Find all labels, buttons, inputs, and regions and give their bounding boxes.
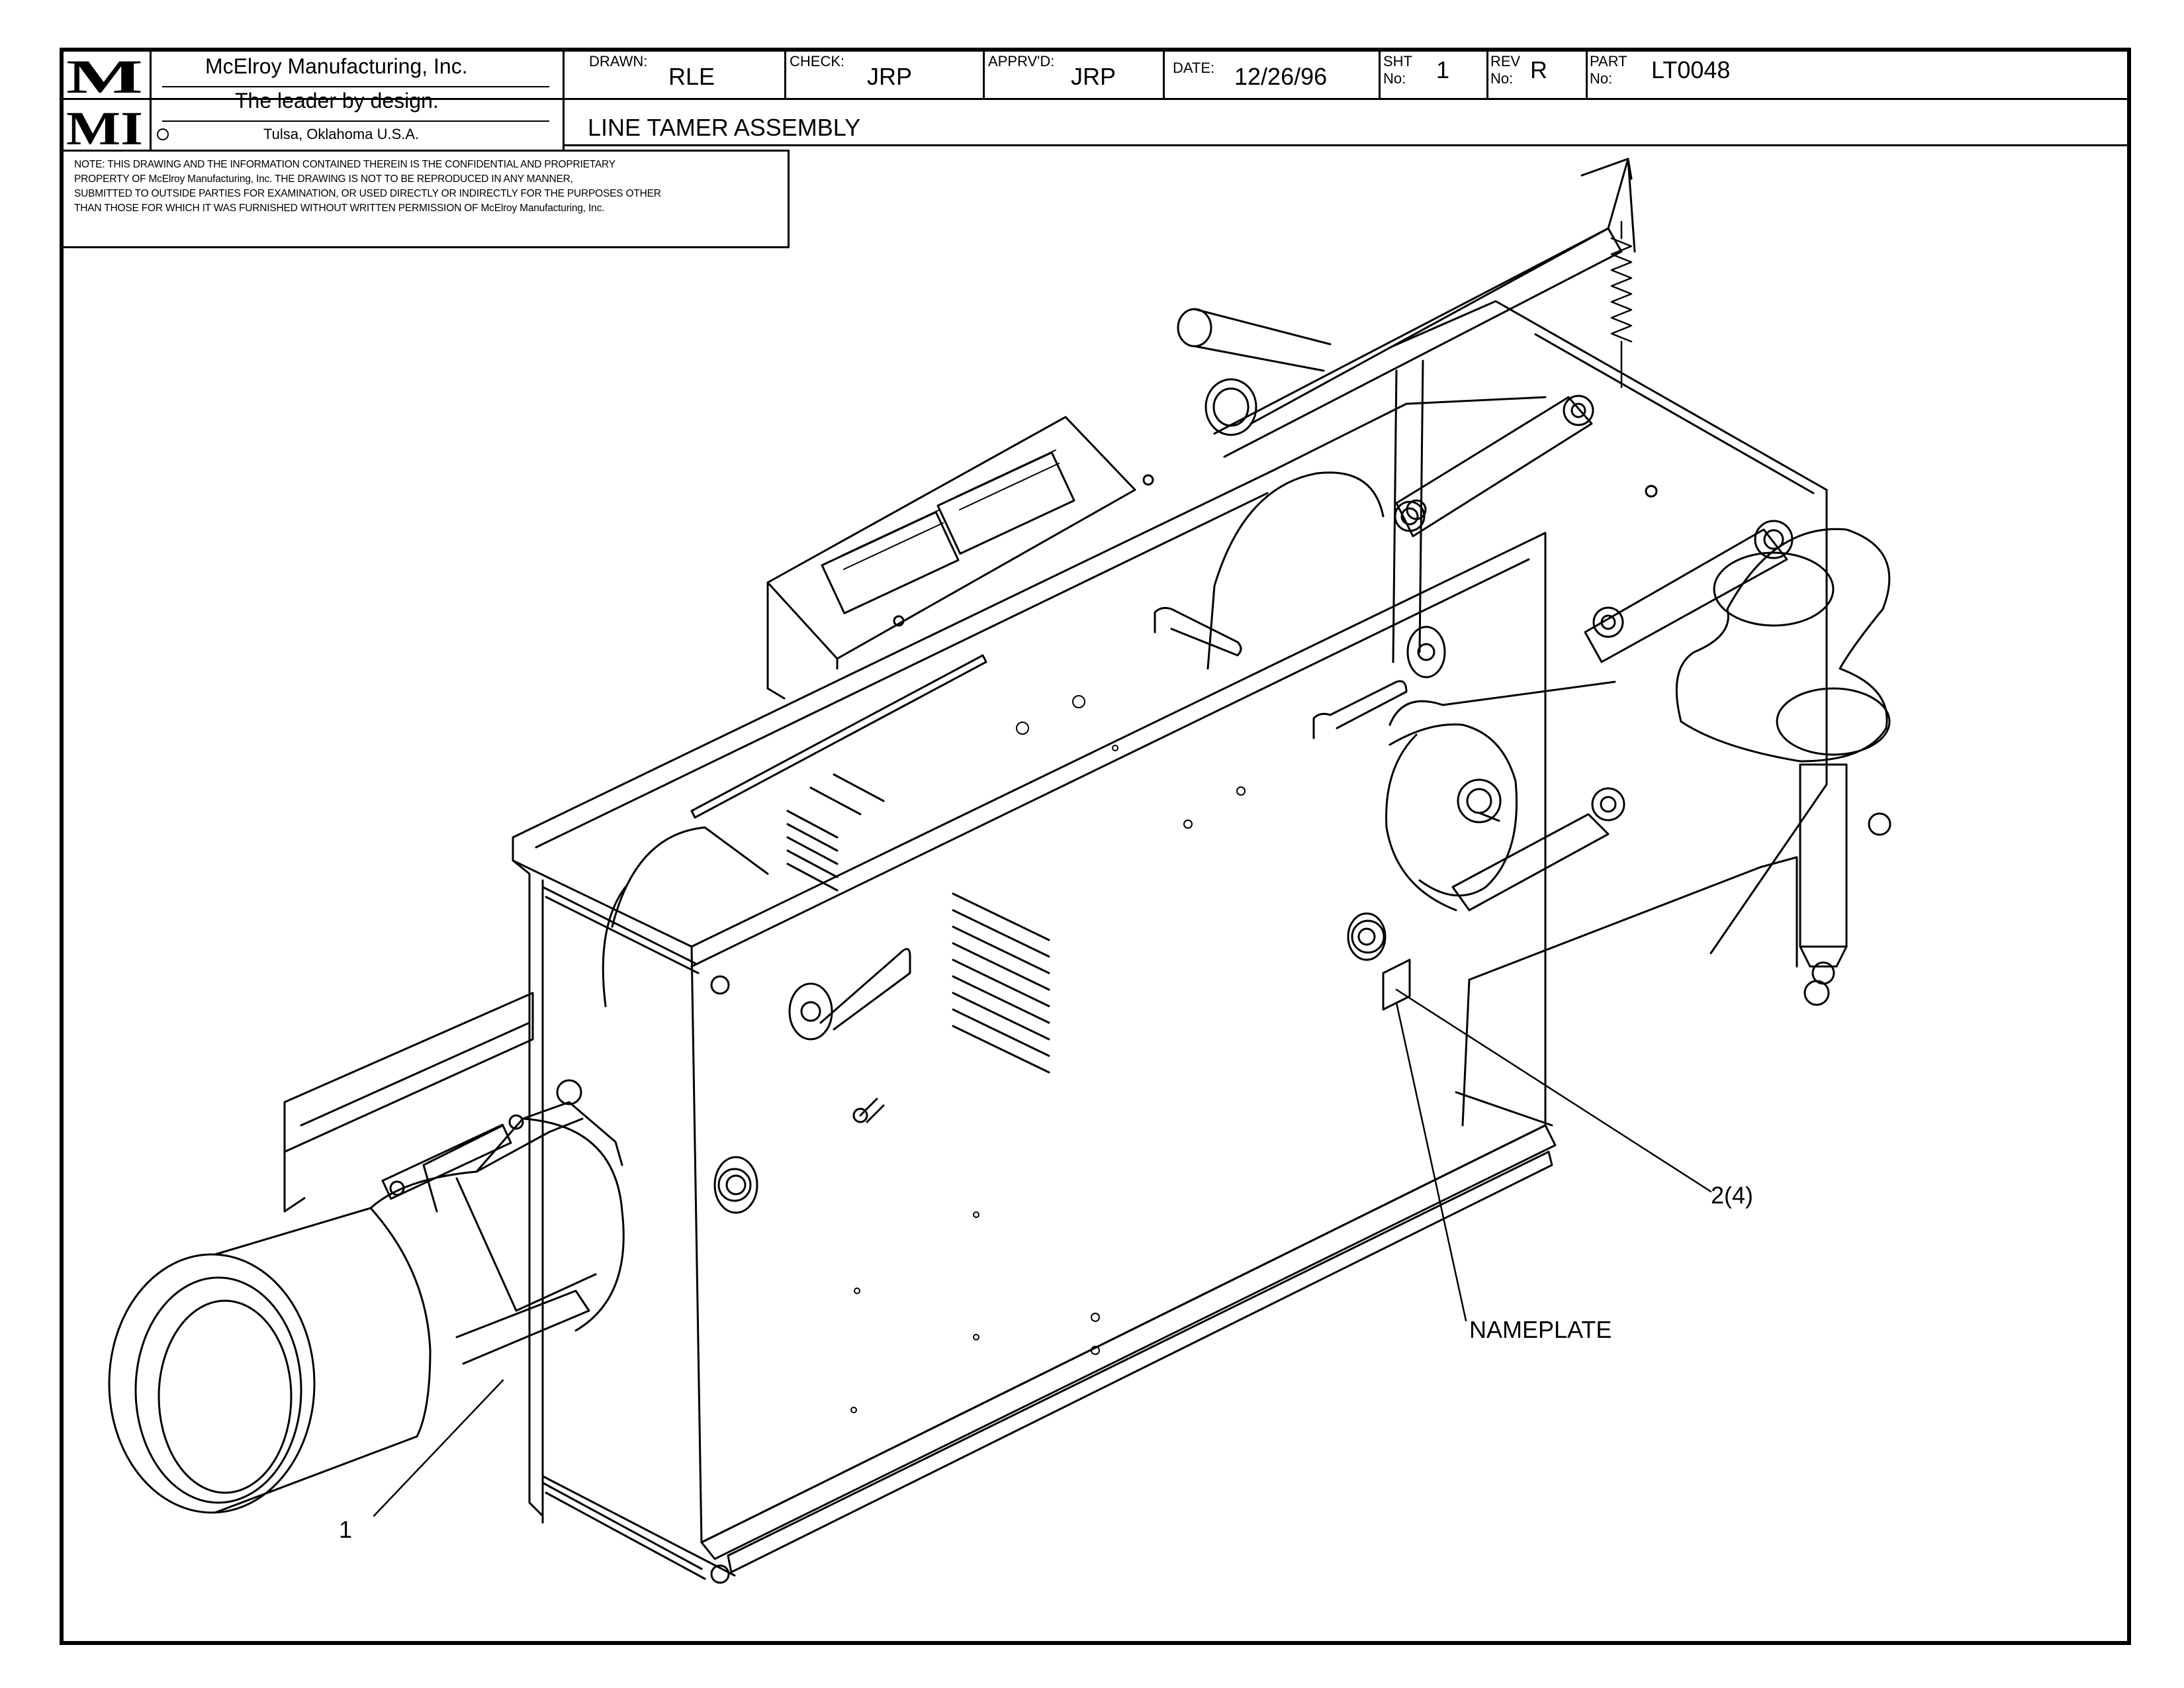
check-value: JRP [867,63,913,90]
drawn-label: DRAWN: [589,53,648,70]
rev-label-1: REV [1490,53,1521,70]
company-slogan: The leader by design. [235,89,439,113]
date-label: DATE: [1173,60,1215,76]
apprvd-label: APPRV'D: [988,53,1055,70]
date-value: 12/26/96 [1234,63,1328,90]
sht-value: 1 [1436,56,1450,83]
callout-item-2: 2(4) [1711,1182,1754,1209]
rev-value: R [1530,56,1547,83]
note-line-4: THAN THOSE FOR WHICH IT WAS FURNISHED WI… [74,203,605,214]
part-value: LT0048 [1651,56,1731,83]
callout-nameplate: NAMEPLATE [1469,1316,1612,1343]
callout-item-1: 1 [339,1516,353,1543]
company-location: Tulsa, Oklahoma U.S.A. [263,126,420,142]
confidentiality-note: NOTE: THIS DRAWING AND THE INFORMATION C… [74,158,782,216]
part-label-2: No: [1590,70,1613,87]
sht-label-2: No: [1383,70,1406,87]
part-label-1: PART [1590,53,1627,70]
drawing-title: LINE TAMER ASSEMBLY [588,114,861,141]
drawn-value: RLE [668,63,715,90]
rev-label-2: No: [1490,70,1514,87]
sht-label-1: SHT [1383,53,1412,70]
note-line-3: SUBMITTED TO OUTSIDE PARTIES FOR EXAMINA… [74,188,661,199]
apprvd-value: JRP [1071,63,1116,90]
drawing-sheet [60,48,2131,1645]
company-name: McElroy Manufacturing, Inc. [205,54,468,78]
note-line-1: NOTE: THIS DRAWING AND THE INFORMATION C… [74,159,615,170]
check-label: CHECK: [790,53,845,70]
note-line-2: PROPERTY OF McElroy Manufacturing, Inc. … [74,173,573,185]
